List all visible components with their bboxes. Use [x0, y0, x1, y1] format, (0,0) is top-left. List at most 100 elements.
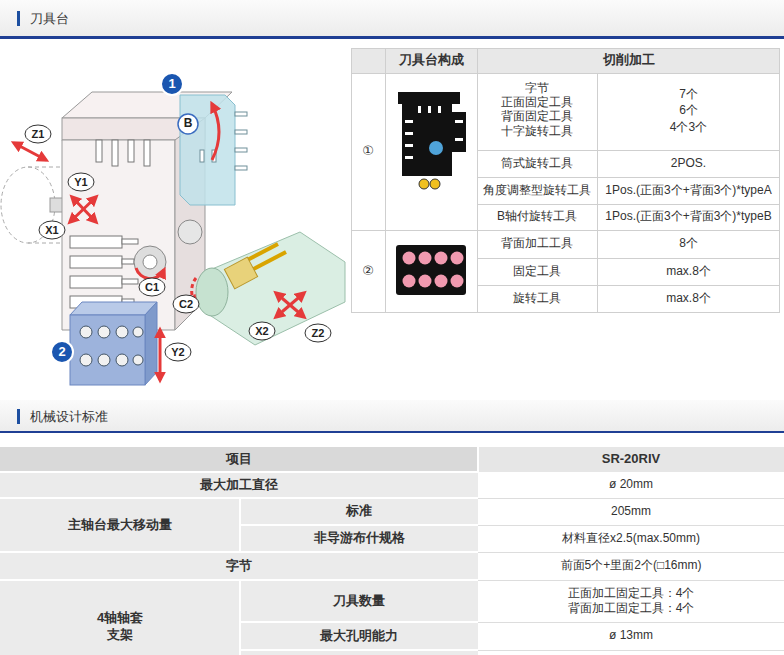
- spec-value: 正面加工固定工具：4个: [568, 587, 695, 601]
- grid-line: [0, 471, 478, 473]
- section-heading: 机械设计标准: [30, 410, 108, 425]
- tool: [80, 326, 92, 338]
- spec-value: ø 20mm: [609, 478, 653, 492]
- back-spindle-face: [196, 268, 228, 316]
- axis-tag: [68, 173, 94, 191]
- table-cell-text-box: 正面固定工具: [477, 96, 597, 110]
- header-cell: [478, 447, 784, 472]
- tool: [144, 140, 150, 166]
- callout-circle: [51, 341, 73, 363]
- callout-number: 1: [168, 77, 175, 92]
- motion-arrows: [14, 104, 304, 380]
- grid-line: [239, 580, 241, 655]
- axis-arrow: [14, 143, 46, 160]
- axis-arrow: [70, 197, 96, 222]
- grid-line: [477, 447, 479, 472]
- table-header: SR-20RIV: [602, 452, 661, 467]
- table-cell-text-box: 筒式旋转工具: [477, 150, 597, 177]
- tool: [235, 112, 247, 116]
- axis-label-box: B: [178, 114, 198, 134]
- back-tool-block-top: [70, 302, 157, 315]
- axis-label-box: Y1: [68, 173, 94, 191]
- table-cell-text-box: 8个: [597, 230, 780, 258]
- spec-label-box: 支架: [0, 627, 240, 644]
- b-axis-tools: [200, 112, 247, 170]
- table-cell-text-box: 2POS.: [597, 150, 780, 177]
- spec-label: 最大孔明能力: [320, 629, 398, 644]
- icon-tooth: [405, 120, 413, 123]
- callout-number-box: 2: [51, 341, 73, 363]
- table-cell-text: 固定工具: [513, 265, 561, 279]
- axis-label-box: C1: [139, 278, 165, 296]
- grid-line: [478, 552, 784, 553]
- icon-tooth: [455, 120, 463, 123]
- tool-plate: [62, 140, 175, 330]
- grid-line: [478, 498, 784, 499]
- axis-label-box: Z1: [25, 125, 51, 143]
- header-mark: [17, 11, 20, 26]
- table-grid: [351, 48, 780, 313]
- grid-line: [477, 204, 780, 205]
- axis-tag: [173, 295, 199, 313]
- tool-post-illustration: [1, 73, 345, 385]
- table-header-box: 切削加工: [477, 48, 780, 73]
- axis-label-box: X2: [249, 322, 275, 340]
- tool: [96, 140, 102, 162]
- table-cell-text-box: 6个: [597, 103, 780, 118]
- axis-tag: [139, 278, 165, 296]
- spec-table: [0, 447, 784, 655]
- tool: [122, 279, 138, 284]
- back-tool-icon: [396, 245, 466, 295]
- spec-label: 支架: [107, 628, 133, 643]
- spec-label-box: 最大加工直径: [0, 472, 478, 498]
- tool-holder: [70, 276, 122, 288]
- spec-label-box: 刀具数量: [240, 580, 478, 622]
- spec-label: 非导游布什规格: [314, 531, 405, 546]
- table-cell-text: 背面固定工具: [501, 110, 573, 124]
- icon-tool: [435, 252, 448, 265]
- table-cell-text: 字节: [525, 82, 549, 96]
- gold-tool-holder: [224, 257, 257, 289]
- spec-label: 4轴轴套: [97, 611, 143, 626]
- axis-label: Z2: [312, 327, 325, 340]
- table-cell-text: 6个: [679, 104, 698, 118]
- table-cell-text: 8个: [679, 237, 698, 251]
- table-cell-text-box: 背面加工工具: [477, 230, 597, 258]
- row-number-box: ①: [351, 73, 385, 230]
- axis-label: B: [184, 117, 193, 131]
- spec-value-box: 材料直径x2.5(max.50mm): [478, 525, 784, 552]
- table-cell-text: 旋转工具: [513, 292, 561, 306]
- tool: [235, 148, 247, 152]
- tool: [98, 326, 110, 338]
- spec-label: 最大加工直径: [200, 478, 278, 493]
- spec-value: 材料直径x2.5(max.50mm): [562, 532, 700, 546]
- grid-line: [240, 524, 478, 526]
- tool-holder: [70, 256, 122, 268]
- icon-tooth: [405, 144, 413, 147]
- spec-label-box: 4轴轴套: [0, 610, 240, 627]
- table-cell-text-box: max.8个: [597, 258, 780, 285]
- callout-circle: [161, 73, 183, 95]
- section-heading: 刀具台: [30, 12, 69, 27]
- tool: [122, 239, 138, 244]
- spec-label: 字节: [226, 559, 252, 574]
- icon-tool: [419, 252, 432, 265]
- callout-circle: [178, 114, 198, 134]
- grid-line: [239, 498, 241, 552]
- axis-tag: [39, 221, 65, 239]
- icon-tooth: [455, 138, 463, 141]
- icon-tooth: [428, 106, 431, 113]
- value-cells: [478, 472, 784, 655]
- tool: [235, 130, 247, 134]
- table-cell-text: 筒式旋转工具: [501, 157, 573, 171]
- row-number: ①: [362, 144, 374, 159]
- icon-tooth: [405, 156, 413, 159]
- table-cell-text-box: 1Pos.(正面3个+背面3个)*typeA: [597, 177, 780, 204]
- axis-tag: [165, 343, 191, 361]
- spec-label-box: 主轴台最大移动量: [0, 498, 240, 552]
- tool-holder: [70, 236, 122, 248]
- icon-tool: [435, 275, 448, 288]
- icon-tool: [419, 275, 432, 288]
